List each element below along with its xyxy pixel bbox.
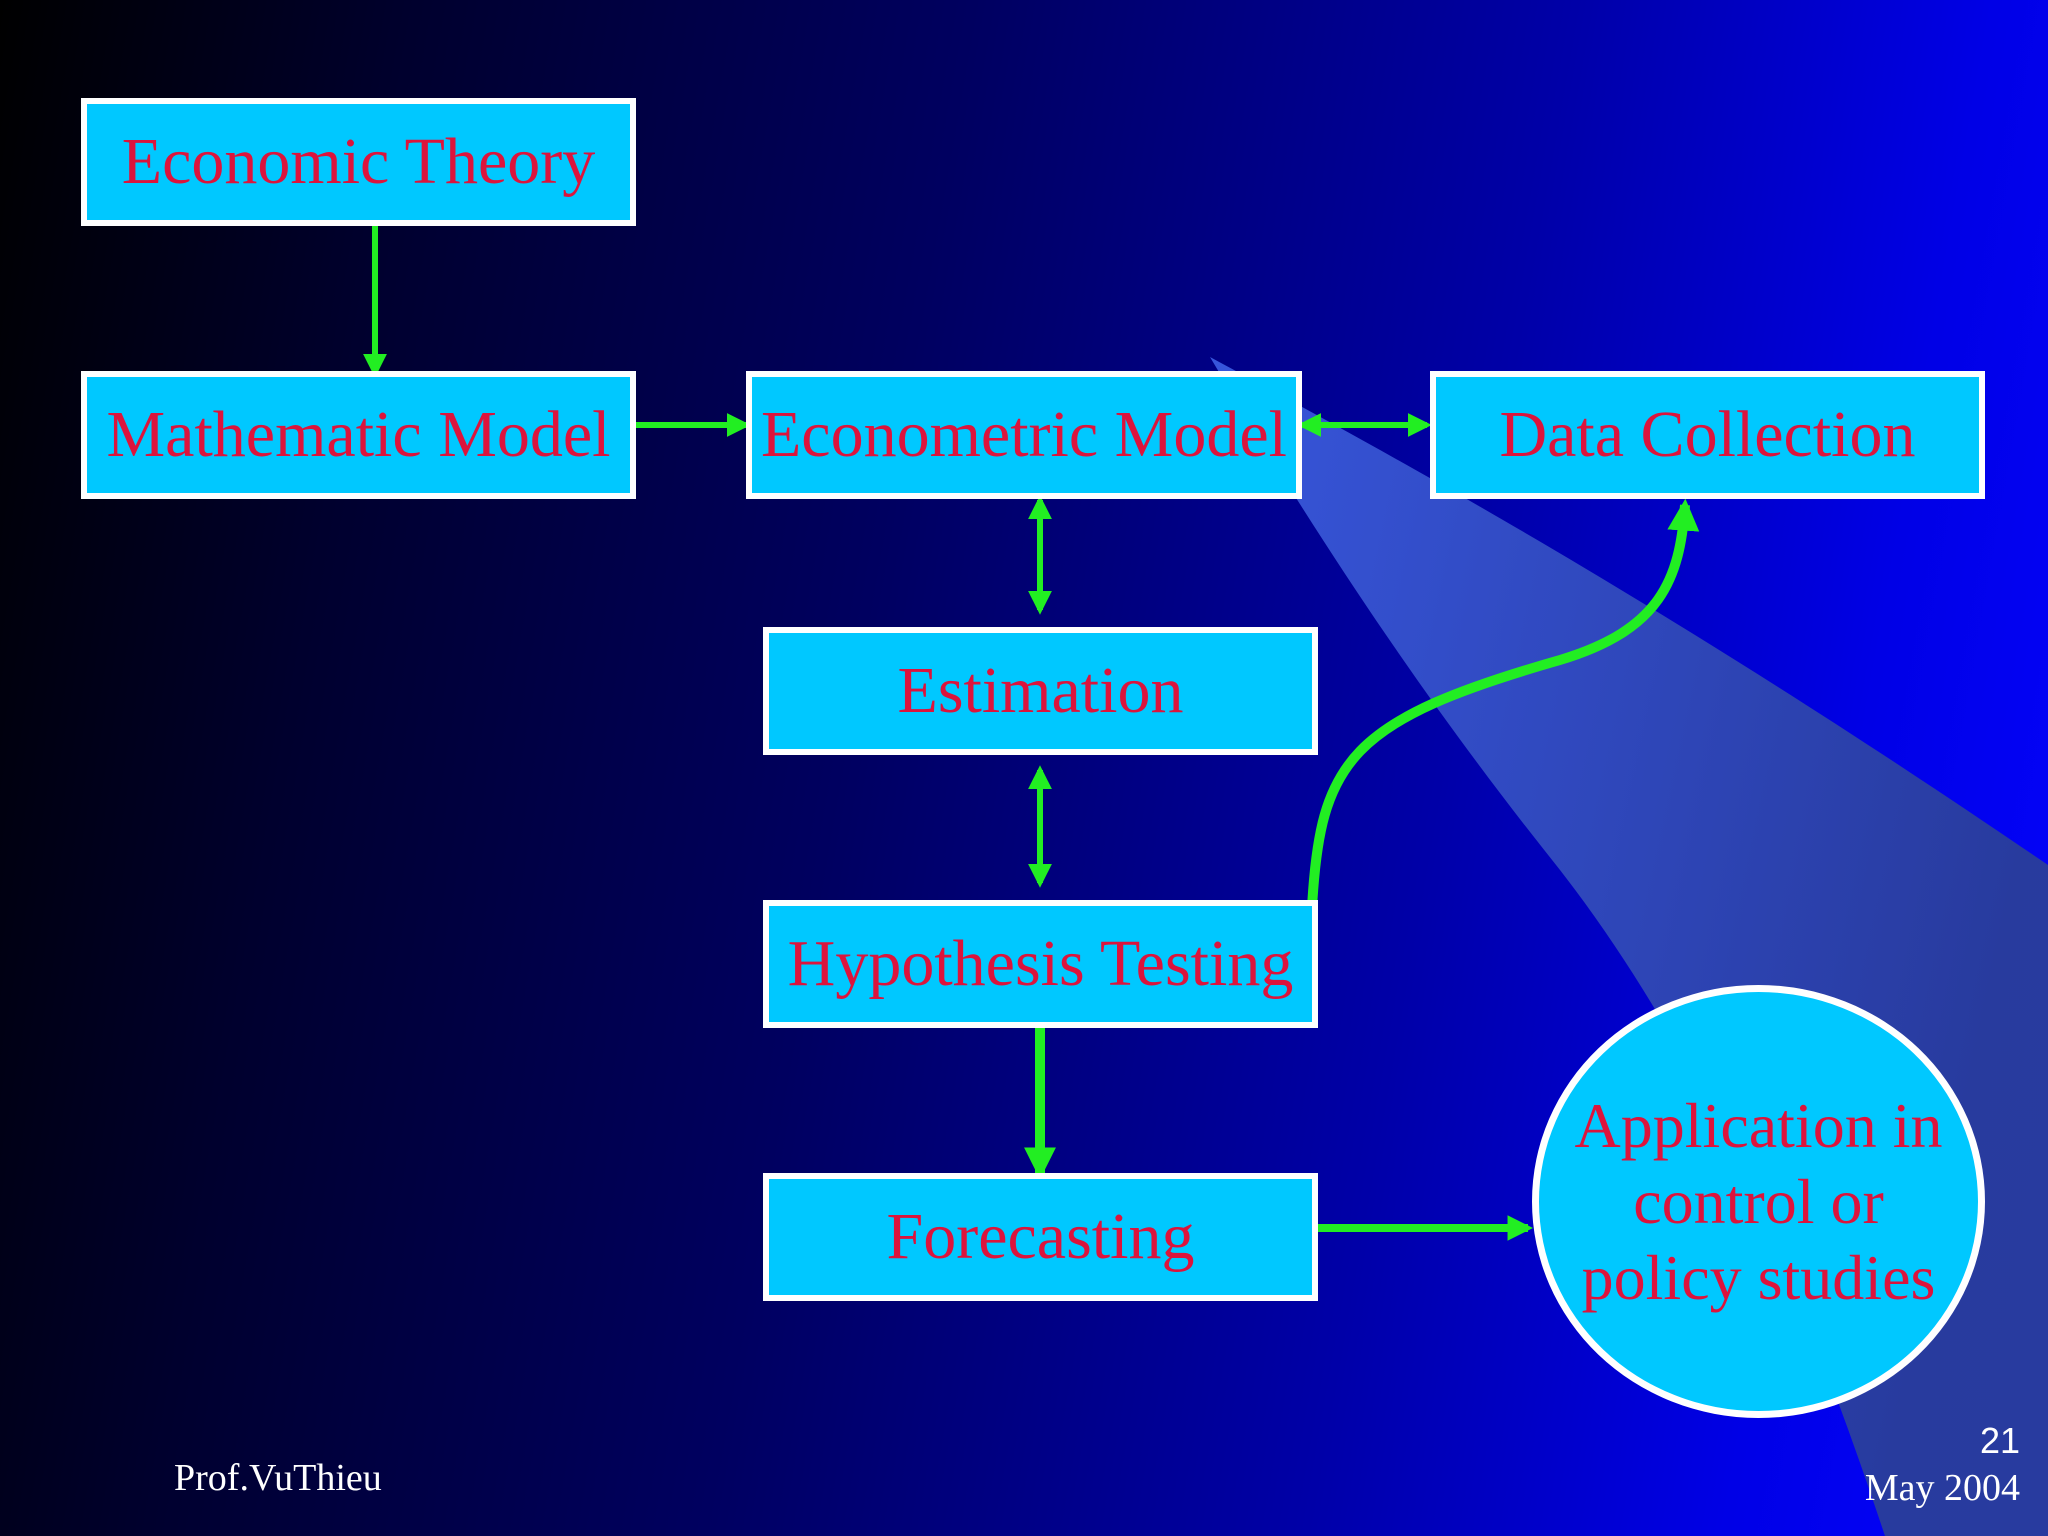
application-label: Application in control or policy studies	[1574, 1089, 1943, 1313]
forecasting-box: Forecasting	[763, 1173, 1318, 1301]
application-circle: Application in control or policy studies	[1532, 985, 1985, 1418]
econometric-model-box: Econometric Model	[746, 371, 1302, 499]
economic-theory-box: Economic Theory	[81, 98, 636, 226]
arrow-hypothesis-to-data-collection	[1307, 498, 1700, 909]
estimation-box: Estimation	[763, 627, 1318, 755]
data-collection-box: Data Collection	[1430, 371, 1985, 499]
mathematic-model-box: Mathematic Model	[81, 371, 636, 499]
author-label: Prof.VuThieu	[174, 1457, 382, 1499]
date-label: May 2004	[1864, 1467, 2020, 1509]
hypothesis-testing-box: Hypothesis Testing	[763, 900, 1318, 1028]
page-number: 21	[1979, 1420, 2020, 1461]
